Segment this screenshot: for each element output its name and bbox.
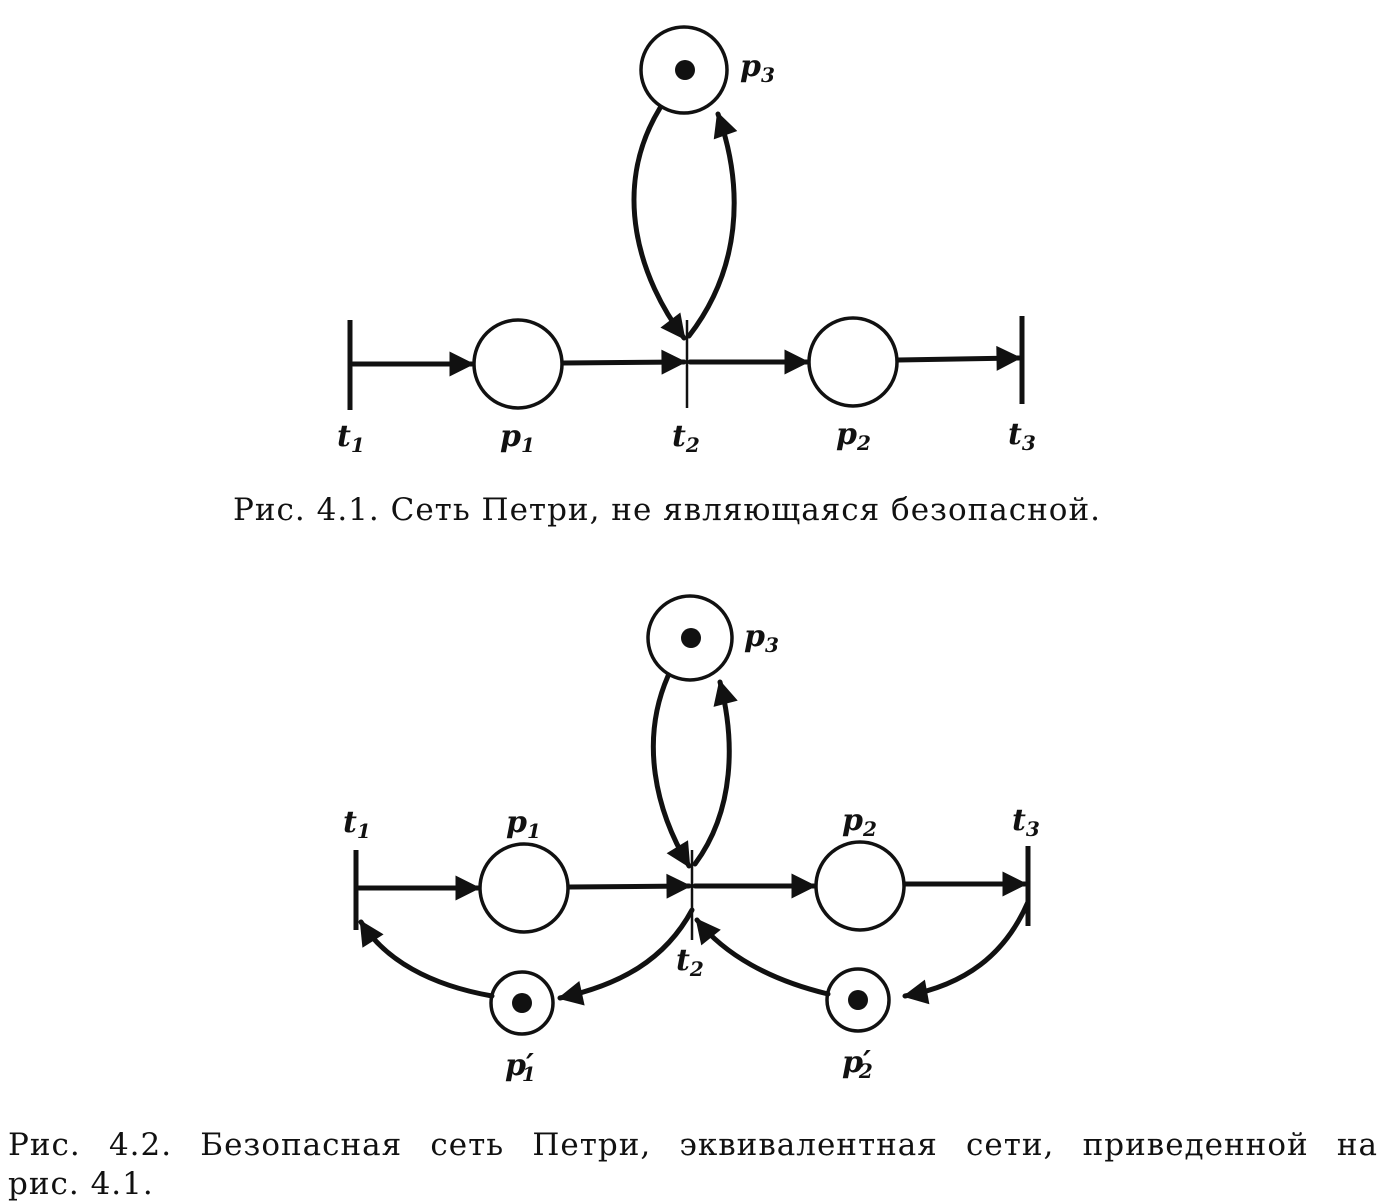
label-p1-prime: p′1 (505, 1048, 536, 1086)
label-p1: p1 (500, 419, 535, 457)
label-t2: t2 (672, 419, 700, 457)
arc-p1-t2 (566, 873, 692, 899)
arc-p3-t2 (631, 105, 687, 341)
token-p2-prime (848, 990, 868, 1010)
figure-4-2: t1 p1 p2 t3 t2 p3 p′1 p′2 (343, 594, 1040, 1086)
arc-t2-p1-prime (557, 907, 695, 1006)
figure-4-1-caption: Рис. 4.1. Сеть Петри, не являющаяся безо… (233, 492, 1101, 528)
figure-4-2-caption-line1: Рис. 4.2. Безопасная сеть Петри, эквивал… (8, 1127, 1378, 1163)
figure-4-1: t1 p1 t2 p2 t3 p3 (337, 25, 1036, 457)
arc-t2-p3 (686, 111, 738, 339)
label-t3: t3 (1012, 803, 1040, 841)
place-p2 (807, 316, 899, 408)
token-p3 (675, 60, 695, 80)
place-p2 (814, 840, 906, 932)
place-p1 (472, 318, 564, 410)
arc-p3-t2 (650, 673, 692, 869)
label-p1: p1 (506, 805, 541, 843)
label-p3: p3 (740, 49, 775, 87)
figure-4-2-caption-line2: рис. 4.1. (8, 1166, 154, 1202)
label-p2: p2 (842, 803, 877, 841)
arc-p2-prime-t2 (694, 917, 831, 997)
place-p1 (478, 842, 570, 934)
arc-p1-t2 (560, 349, 687, 375)
label-p3: p3 (744, 619, 779, 657)
token-p3 (681, 628, 701, 648)
label-t1: t1 (337, 419, 365, 457)
arc-p1-prime-t1 (358, 919, 495, 999)
token-p1-prime (512, 993, 532, 1013)
label-p2-prime: p′2 (842, 1045, 873, 1083)
label-p2: p2 (836, 417, 871, 455)
arc-p2-t3 (895, 345, 1022, 371)
label-t1: t1 (343, 805, 371, 843)
arc-t2-p3 (692, 679, 738, 867)
arc-t3-p2-prime (902, 899, 1031, 1005)
label-t3: t3 (1008, 417, 1036, 455)
label-t2: t2 (676, 943, 704, 981)
